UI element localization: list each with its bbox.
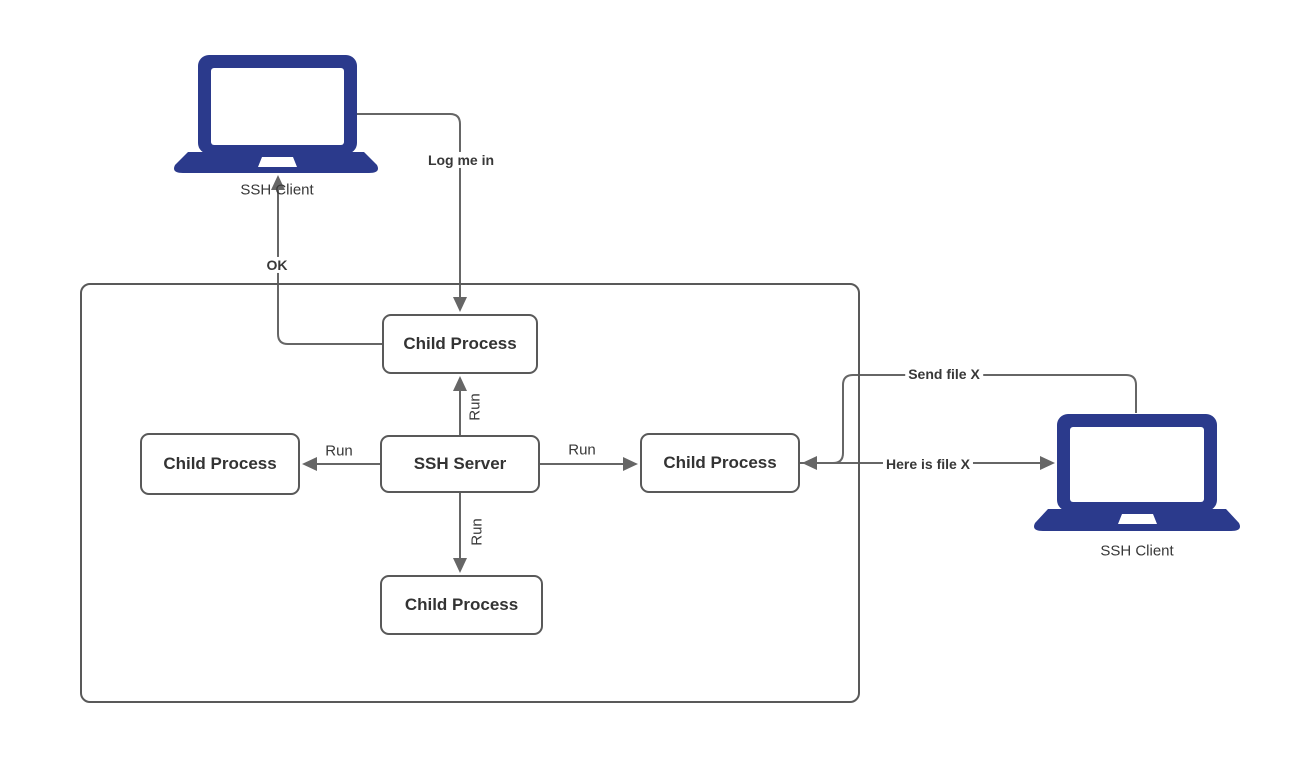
arrowhead-run-up bbox=[453, 376, 467, 391]
laptop-icon-right bbox=[1034, 414, 1240, 531]
node-child-process-top: Child Process bbox=[382, 314, 538, 374]
node-child-process-right: Child Process bbox=[640, 433, 800, 493]
edge-label-run-right: Run bbox=[568, 441, 596, 459]
server-host-boundary bbox=[80, 283, 860, 703]
edge-send-file bbox=[814, 374, 1137, 464]
laptop-icon-left bbox=[174, 55, 378, 173]
edge-label-run-down: Run bbox=[468, 518, 486, 546]
edge-label-run-up: Run bbox=[466, 393, 484, 421]
edge-log-me-in bbox=[357, 113, 461, 300]
node-child-process-bottom: Child Process bbox=[380, 575, 543, 635]
arrowhead-log-me-in bbox=[453, 297, 467, 312]
node-child-process-left: Child Process bbox=[140, 433, 300, 495]
arrowhead-ok bbox=[271, 175, 285, 190]
edge-label-send-file: Send file X bbox=[905, 365, 983, 383]
edge-ok bbox=[277, 188, 382, 345]
edge-label-ok: OK bbox=[263, 256, 291, 274]
edge-label-run-left: Run bbox=[325, 442, 353, 460]
arrowhead-send-file bbox=[802, 456, 817, 470]
label-ssh-client-left: SSH Client bbox=[240, 181, 314, 199]
edge-label-log-me-in: Log me in bbox=[424, 151, 498, 169]
label-ssh-client-right: SSH Client bbox=[1100, 542, 1174, 560]
arrowheads bbox=[271, 175, 1055, 573]
edge-label-here-is-file: Here is file X bbox=[882, 455, 974, 473]
node-ssh-server: SSH Server bbox=[380, 435, 540, 493]
arrowhead-run-down bbox=[453, 558, 467, 573]
arrowhead-run-left bbox=[302, 457, 317, 471]
arrowhead-here-is-file bbox=[1040, 456, 1055, 470]
edge-lines bbox=[277, 113, 1137, 561]
arrowhead-run-right bbox=[623, 457, 638, 471]
